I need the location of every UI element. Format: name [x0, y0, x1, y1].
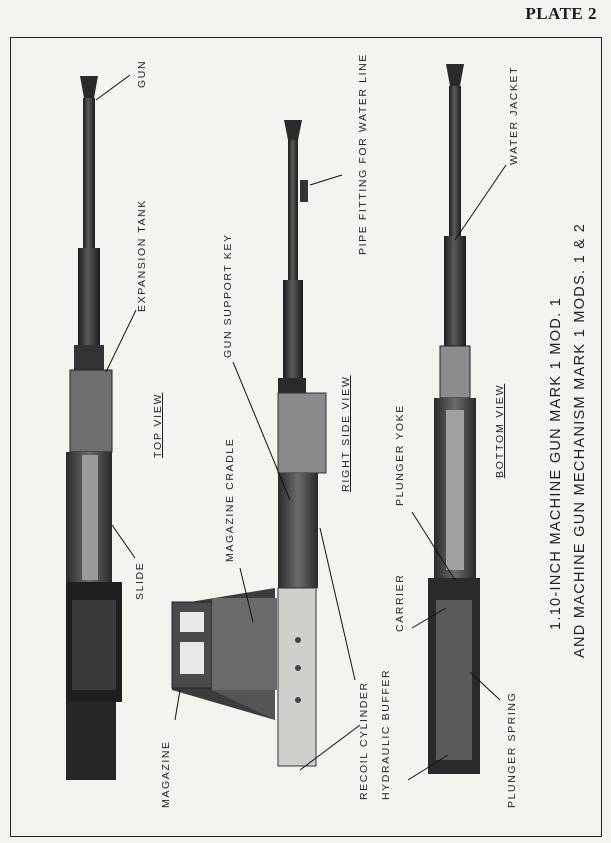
callout-plunger-yoke: PLUNGER YOKE: [394, 404, 406, 506]
plate-number: PLATE 2: [525, 4, 597, 23]
right-side-view-gun: [171, 120, 327, 767]
view-label-right-side: RIGHT SIDE VIEW: [340, 375, 352, 492]
callout-slide: SLIDE: [134, 561, 146, 600]
callout-plunger-spring: PLUNGER SPRING: [506, 691, 518, 808]
callout-gun: GUN: [136, 59, 148, 88]
callout-magazine-cradle: MAGAZINE CRADLE: [224, 437, 236, 562]
bottom-view-gun: [428, 64, 480, 774]
view-label-bottom: BOTTOM VIEW: [494, 383, 506, 478]
callout-expansion-tank: EXPANSION TANK: [136, 199, 148, 312]
callout-gun-support-key: GUN SUPPORT KEY: [222, 233, 234, 358]
callout-water-jacket: WATER JACKET: [508, 65, 520, 165]
plate-frame: [10, 37, 602, 837]
callout-hydraulic-buffer: HYDRAULIC BUFFER: [380, 668, 392, 800]
top-view-gun: [66, 76, 122, 780]
callout-carrier: CARRIER: [394, 573, 406, 632]
callout-pipe-fitting: PIPE FITTING FOR WATER LINE: [357, 53, 369, 255]
callout-magazine: MAGAZINE: [160, 740, 172, 808]
plate-title-line-2: AND MACHINE GUN MECHANISM MARK 1 MODS. 1…: [572, 222, 588, 658]
plate-title-line-1: 1.10-INCH MACHINE GUN MARK 1 MOD. 1: [548, 296, 564, 630]
view-label-top: TOP VIEW: [152, 392, 164, 458]
callout-recoil-cylinder: RECOIL CYLINDER: [358, 681, 370, 800]
leader-lines: [95, 74, 507, 781]
